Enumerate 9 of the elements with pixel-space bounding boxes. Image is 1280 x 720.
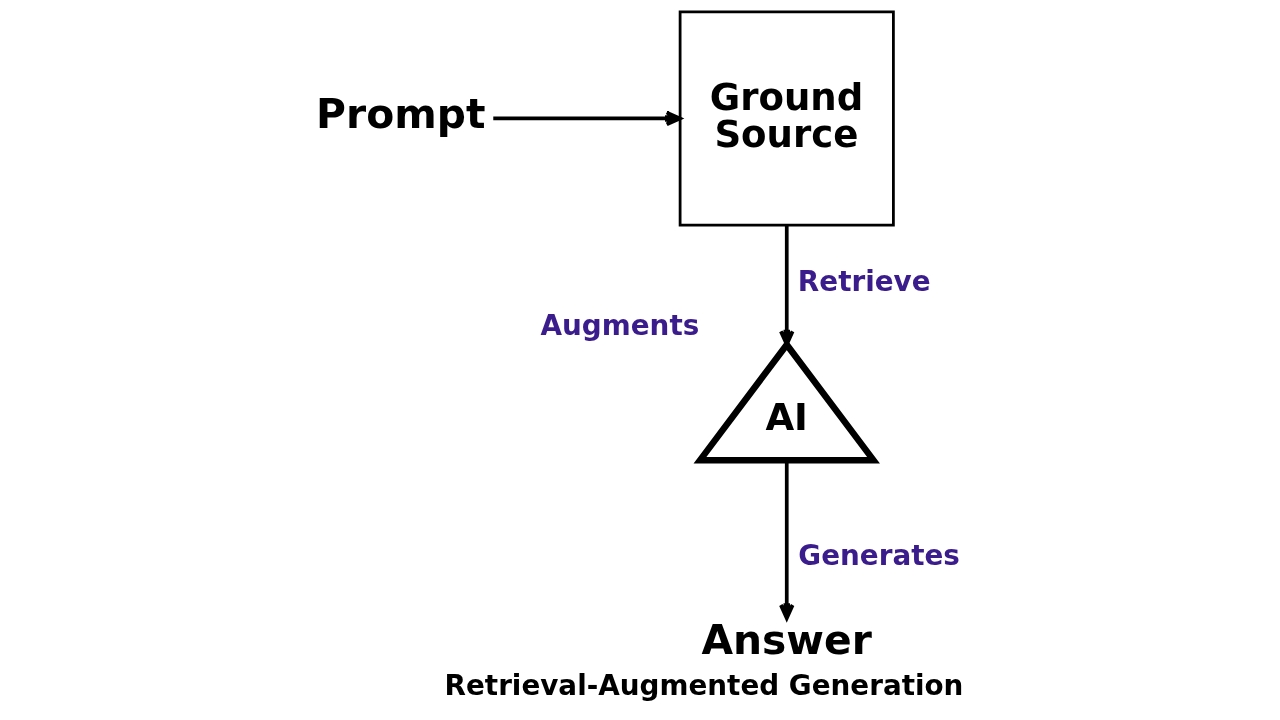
diagram-title: Retrieval-Augmented Generation — [444, 669, 964, 703]
arrow — [779, 225, 795, 347]
arrow — [779, 460, 795, 620]
node-text: Answer — [701, 615, 872, 664]
node-box: Ground Source — [678, 10, 895, 227]
edge-label: Generates — [798, 538, 960, 572]
node-text: Prompt — [316, 89, 486, 138]
arrow — [493, 110, 682, 127]
edge-label: Retrieve — [797, 265, 931, 299]
